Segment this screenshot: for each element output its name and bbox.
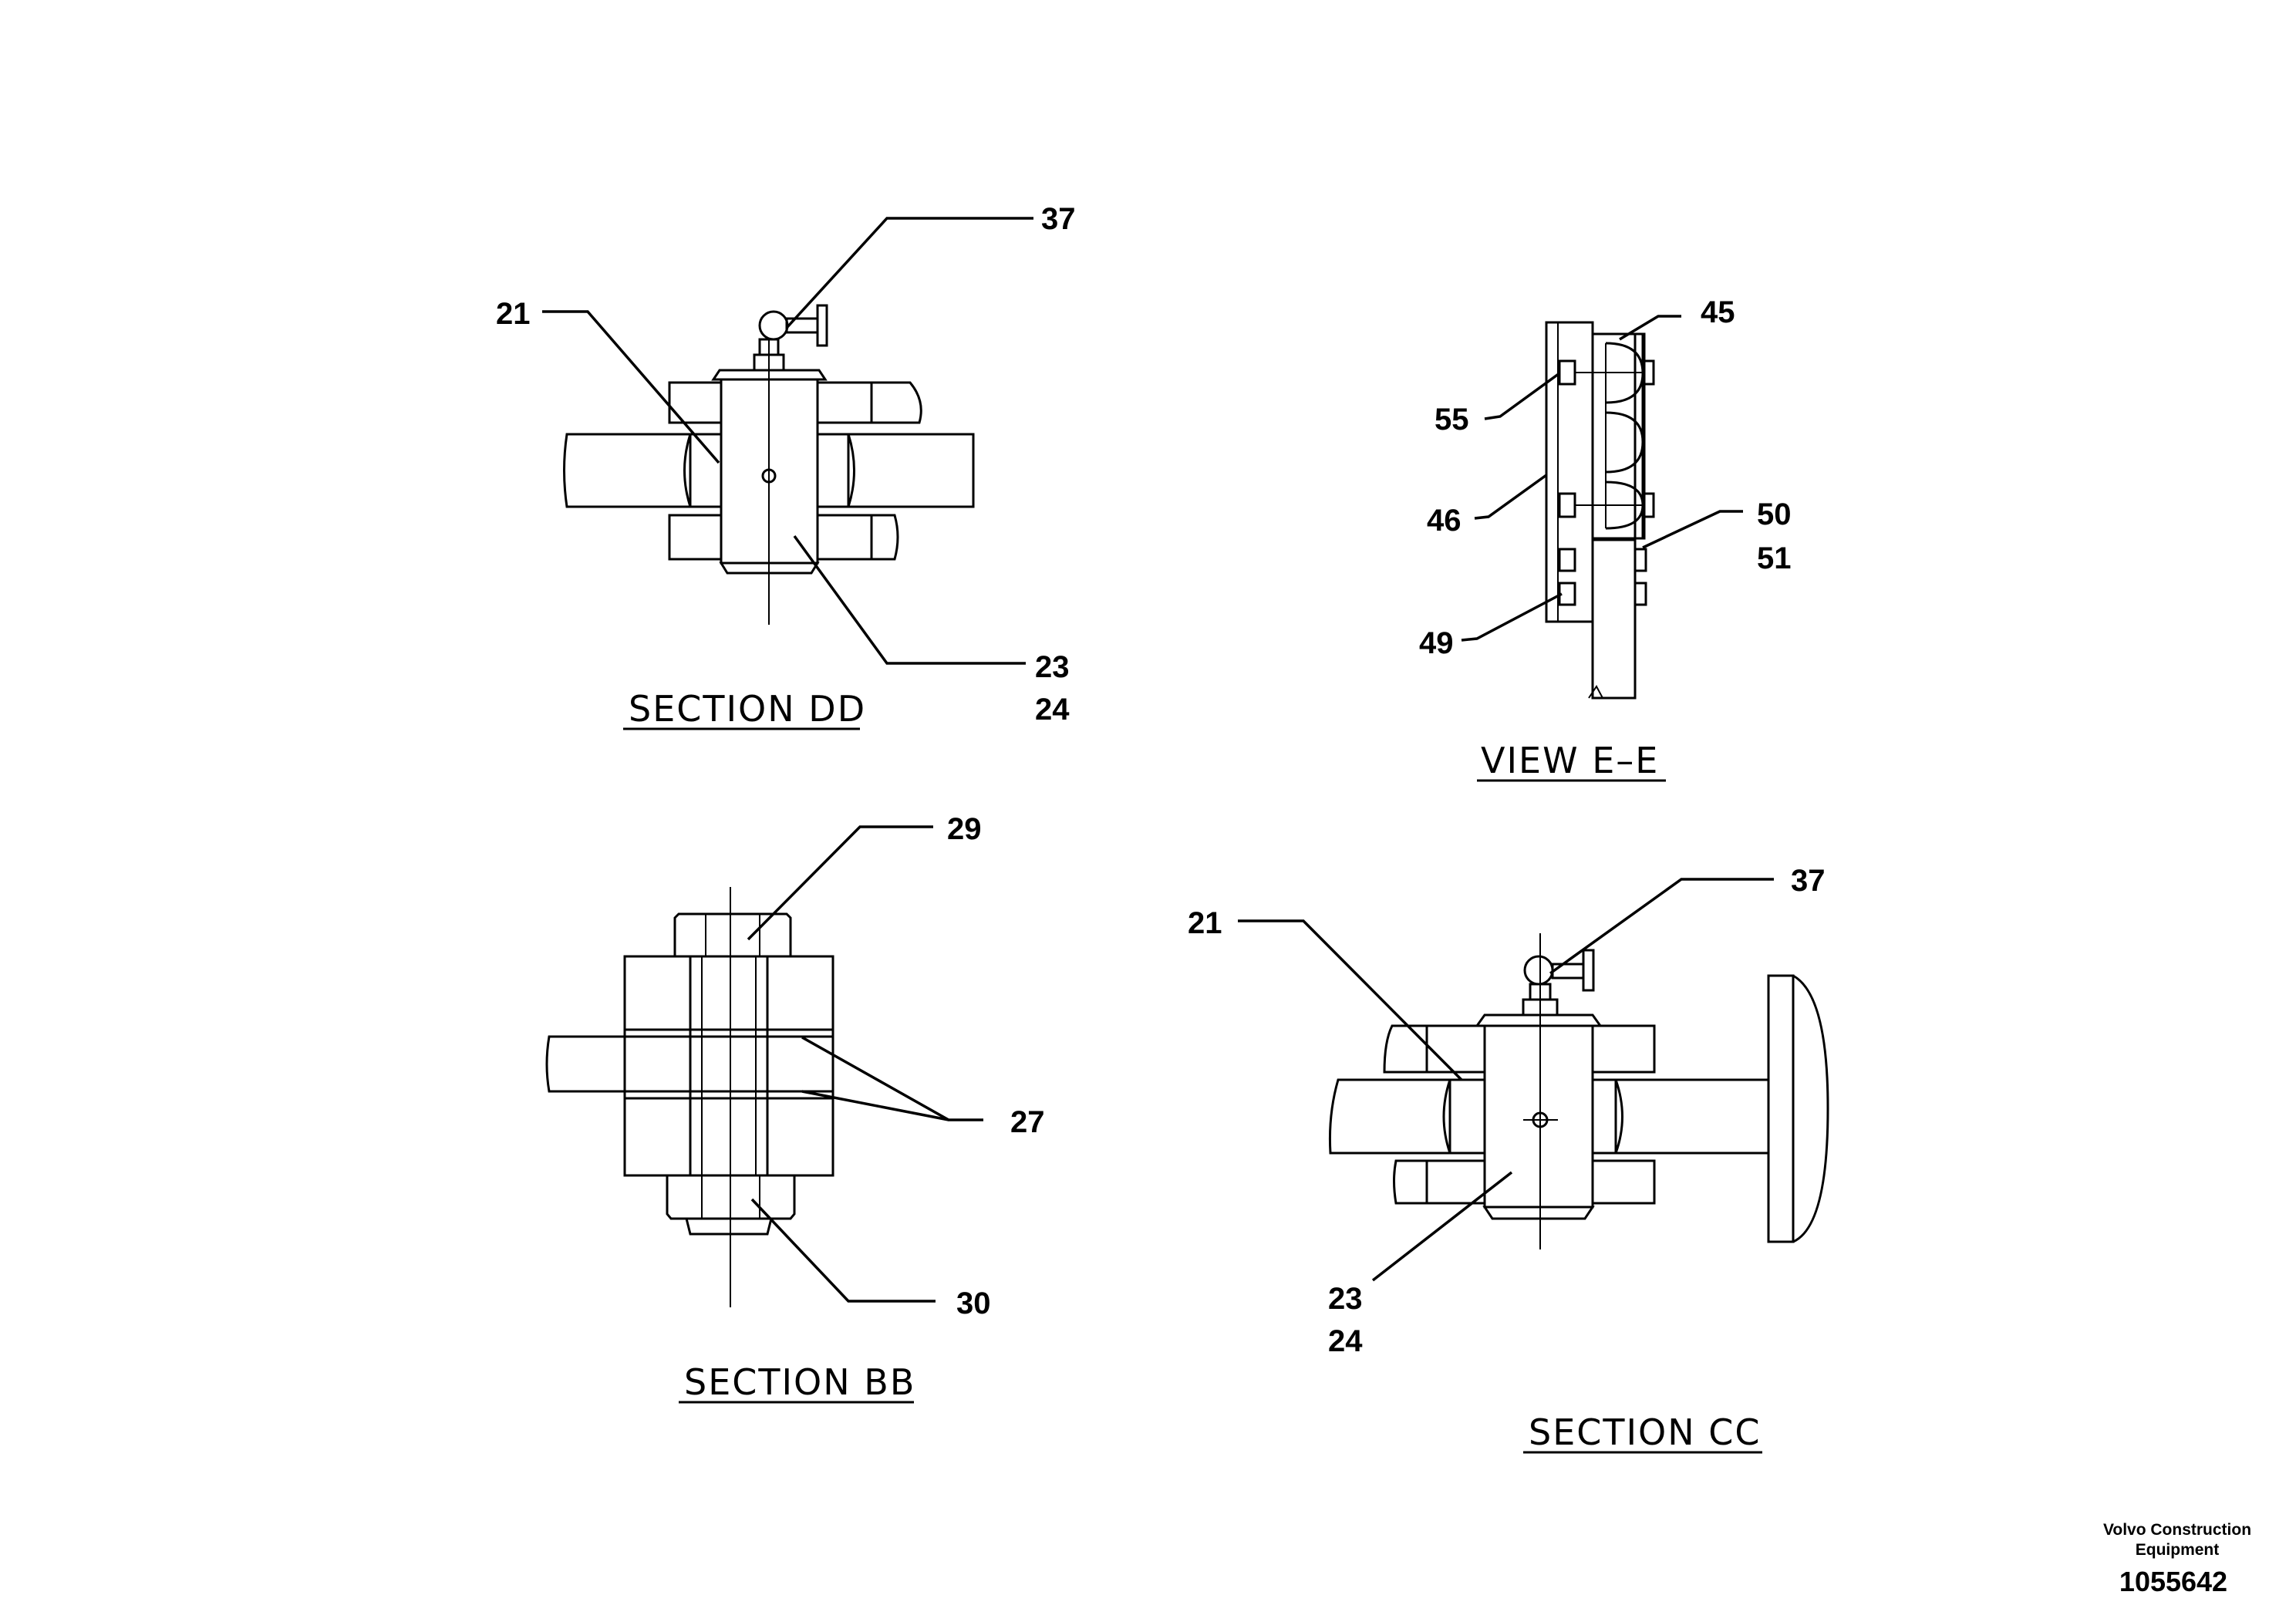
ee-label-55: 55 bbox=[1435, 403, 1469, 437]
section-dd-title: SECTION DD bbox=[629, 688, 866, 730]
dd-label-37: 37 bbox=[1041, 202, 1076, 236]
dd-label-23: 23 bbox=[1035, 650, 1070, 684]
section-dd-drawing bbox=[542, 217, 1033, 730]
cc-label-24: 24 bbox=[1328, 1324, 1363, 1358]
bb-label-30: 30 bbox=[956, 1286, 991, 1320]
dd-label-24: 24 bbox=[1035, 693, 1070, 727]
cc-label-21: 21 bbox=[1188, 906, 1222, 940]
cc-label-23: 23 bbox=[1328, 1282, 1363, 1316]
view-ee-title: VIEW E–E bbox=[1481, 740, 1659, 781]
section-bb-title: SECTION BB bbox=[684, 1361, 915, 1403]
bb-label-27: 27 bbox=[1010, 1105, 1045, 1139]
ee-label-45: 45 bbox=[1701, 295, 1735, 329]
ee-label-50: 50 bbox=[1757, 497, 1792, 531]
footer-company-line2: Equipment bbox=[2136, 1541, 2220, 1559]
footer-drawing-number: 1055642 bbox=[2119, 1566, 2227, 1597]
section-cc-title: SECTION CC bbox=[1529, 1411, 1762, 1453]
footer-company-line1: Volvo Construction bbox=[2103, 1521, 2251, 1539]
ee-label-49: 49 bbox=[1419, 626, 1454, 660]
ee-label-51: 51 bbox=[1757, 541, 1792, 575]
view-ee-drawing bbox=[1461, 315, 1743, 782]
ee-label-46: 46 bbox=[1427, 504, 1462, 538]
dd-label-21: 21 bbox=[496, 297, 531, 331]
cc-label-37: 37 bbox=[1791, 864, 1826, 898]
section-cc-drawing bbox=[1238, 878, 1829, 1454]
bb-label-29: 29 bbox=[947, 812, 982, 846]
section-bb-drawing bbox=[545, 825, 983, 1404]
